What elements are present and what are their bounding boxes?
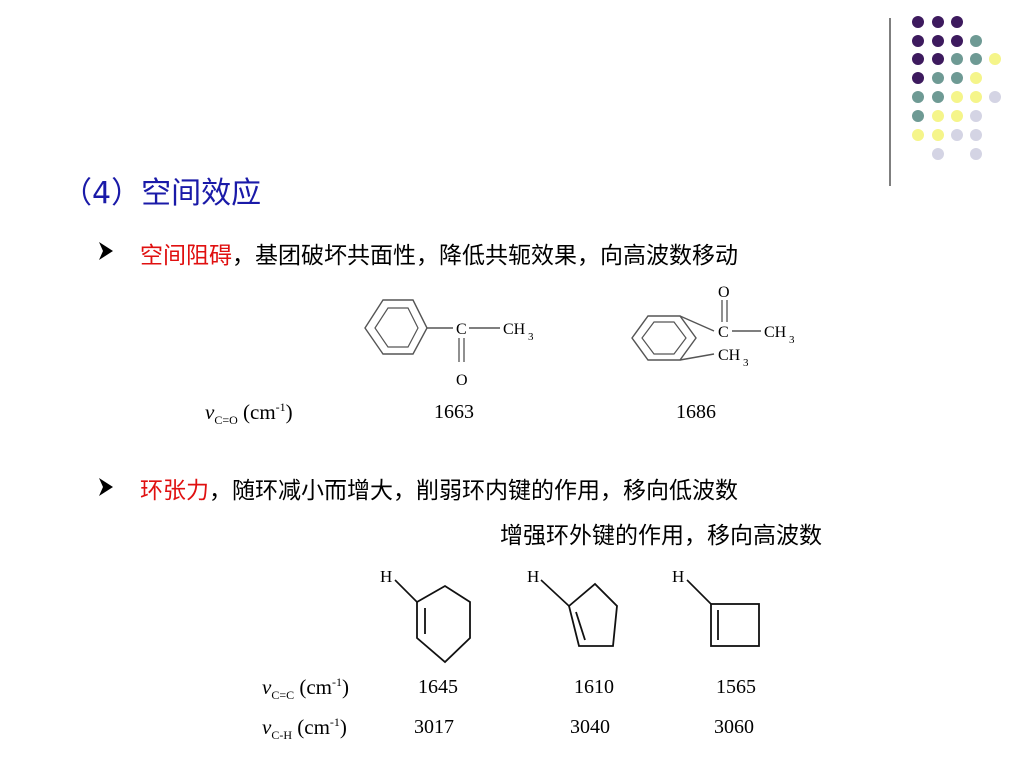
carbonyl-carbon-label-2: C xyxy=(718,324,729,341)
co-value-methylacetophenone: 1686 xyxy=(676,401,716,423)
decorative-dot-grid xyxy=(889,16,1001,186)
acetophenone-structure: C CH 3 O xyxy=(364,299,534,389)
co-value-acetophenone: 1663 xyxy=(434,401,474,423)
cyclohexene-structure: H xyxy=(380,567,471,664)
ring-strain-highlight: 环张力 xyxy=(140,478,209,504)
acetyl-methyl-label: CH xyxy=(764,324,787,341)
cyclobutene-h-label: H xyxy=(672,567,684,586)
methyl-subscript: 3 xyxy=(528,331,534,343)
bullet-steric-hindrance: 空间阻碍，基团破坏共面性，降低共轭效果，向高波数移动 xyxy=(140,236,738,270)
bullet-arrow-icon xyxy=(99,242,113,260)
methyl-label: CH xyxy=(503,321,526,338)
cc-stretch-label: vC=C (cm-1) xyxy=(262,675,350,703)
cc-value-cyclopentene: 1610 xyxy=(574,676,614,698)
steric-hindrance-highlight: 空间阻碍 xyxy=(140,243,232,269)
slide-title: （4）空间效应 xyxy=(62,176,262,211)
cyclopentene-h-label: H xyxy=(527,567,539,586)
ring-methyl-label: CH xyxy=(718,347,741,364)
ring-strain-line2: 增强环外键的作用，移向高波数 xyxy=(500,523,822,549)
ring-methyl-subscript: 3 xyxy=(743,357,749,369)
cyclohexene-h-label: H xyxy=(380,567,392,586)
ch-value-cyclohexene: 3017 xyxy=(414,716,454,738)
cc-value-cyclohexene: 1645 xyxy=(418,676,458,698)
carbonyl-oxygen-label: O xyxy=(456,372,468,389)
ring-strain-text: ，随环减小而增大，削弱环内键的作用，移向低波数 xyxy=(209,478,738,504)
co-stretch-label: vC=O (cm-1) xyxy=(205,400,293,428)
steric-hindrance-text: ，基团破坏共面性，降低共轭效果，向高波数移动 xyxy=(232,243,738,269)
ch-value-cyclobutene: 3060 xyxy=(714,716,754,738)
carbonyl-oxygen-label-2: O xyxy=(718,284,730,301)
bullet-arrow-icon-2 xyxy=(99,478,113,496)
acetyl-methyl-subscript: 3 xyxy=(789,334,795,346)
carbonyl-carbon-label: C xyxy=(456,321,467,338)
cyclopentene-structure: H xyxy=(527,567,618,647)
cc-value-cyclobutene: 1565 xyxy=(716,676,756,698)
bullet-ring-strain: 环张力，随环减小而增大，削弱环内键的作用，移向低波数 xyxy=(140,471,738,505)
cyclobutene-structure: H xyxy=(672,567,760,647)
methylacetophenone-structure: C O CH 3 CH 3 xyxy=(631,284,795,369)
ch-stretch-label: vC-H (cm-1) xyxy=(262,715,347,743)
ch-value-cyclopentene: 3040 xyxy=(570,716,610,738)
